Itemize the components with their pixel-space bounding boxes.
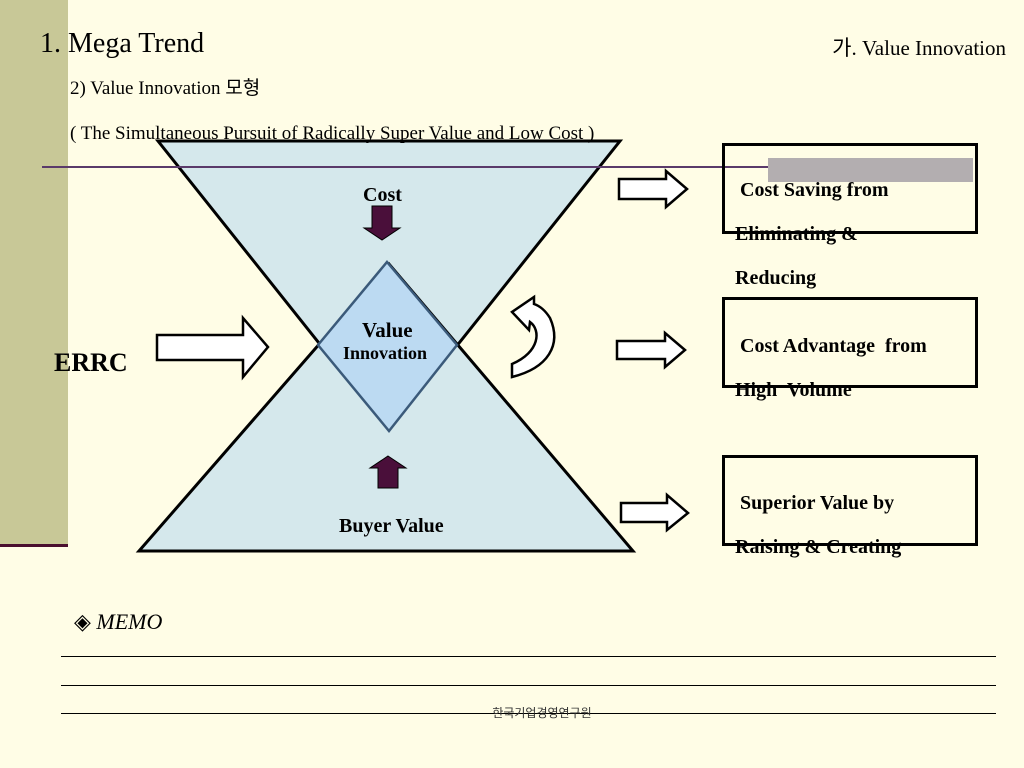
errc-label: ERRC (54, 348, 128, 377)
center-label-line2: Innovation (343, 343, 428, 363)
memo-line (61, 713, 996, 714)
value-innovation-diamond (316, 260, 459, 433)
tagline: ( The Simultaneous Pursuit of Radically … (70, 123, 595, 144)
outcome-3-line2: Raising & Creating (735, 536, 902, 558)
errc-right-arrow-icon (155, 314, 270, 381)
outcome-2-line1: Cost Advantage from (735, 335, 927, 357)
outcome-1-line3: Reducing (735, 267, 817, 289)
cost-label: Cost (363, 184, 402, 206)
left-sidebar-bar (0, 0, 68, 545)
header-rule (42, 166, 972, 168)
outcome-1-line2: Eliminating & (735, 223, 858, 245)
output-arrow-1-icon (617, 168, 689, 210)
memo-line (61, 685, 996, 686)
output-arrow-2-icon (615, 330, 687, 370)
output-arrow-3-icon (619, 492, 690, 533)
outcome-box-superior-value (722, 455, 978, 546)
buyer-value-up-arrow-icon (368, 455, 408, 489)
memo-label: MEMO (96, 609, 163, 634)
subtitle: 2) Value Innovation 모형 (70, 78, 261, 99)
memo-diamond-icon: ◈ (74, 609, 91, 634)
outcome-3-line1: Superior Value by (735, 492, 895, 514)
center-label-line1: Value (362, 318, 413, 342)
memo-line (61, 656, 996, 657)
memo-heading: ◈ MEMO (74, 609, 162, 635)
gray-accent-bar (768, 158, 973, 182)
outcome-1-line1: Cost Saving from (735, 179, 889, 201)
outcome-text-2: Cost Advantage from High Volume (735, 324, 927, 412)
buyer-value-label: Buyer Value (339, 515, 444, 537)
page-title: 1. Mega Trend (40, 28, 205, 59)
outcome-text-3: Superior Value by Raising & Creating (735, 481, 901, 569)
outcome-2-line2: High Volume (735, 379, 852, 401)
outcome-text-1: Cost Saving from Eliminating & Reducing (735, 168, 889, 300)
left-bar-underline (0, 544, 68, 547)
section-title: 가. Value Innovation (832, 36, 1006, 60)
outcome-box-cost-advantage (722, 297, 978, 388)
footer-org-name: 한국기업경영연구원 (492, 706, 592, 720)
cost-down-arrow-icon (362, 205, 402, 241)
outcome-box-cost-saving (722, 143, 978, 234)
curved-cycle-arrow-icon (510, 294, 556, 379)
